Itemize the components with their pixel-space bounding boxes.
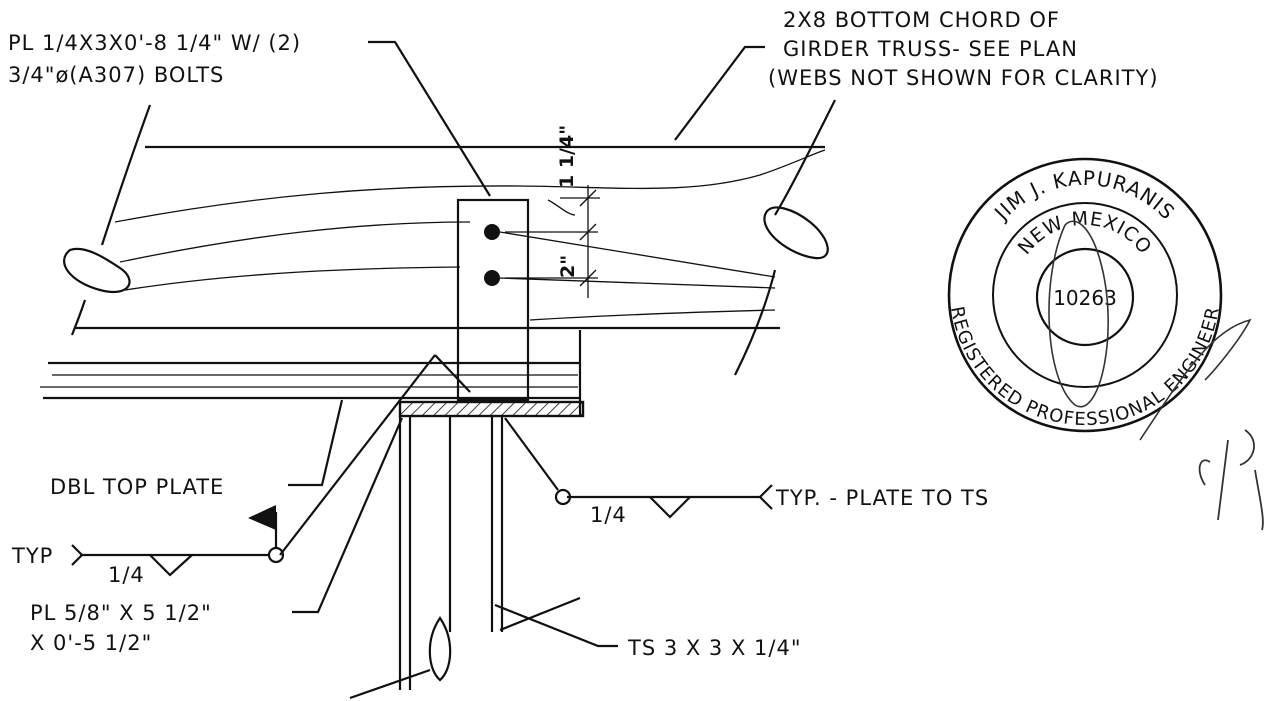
- truss-bottom-chord: [63, 99, 836, 376]
- dim-bolt-spacing: 2": [557, 255, 579, 278]
- seal-title: REGISTERED PROFESSIONAL ENGINEER: [946, 305, 1224, 430]
- label-tube-steel: TS 3 X 3 X 1/4": [627, 636, 801, 660]
- bolt-upper: [484, 224, 500, 240]
- base-plate: [398, 400, 585, 418]
- signature-stroke: [1139, 318, 1252, 441]
- label-chord-line1: 2X8 BOTTOM CHORD OF: [783, 8, 1060, 32]
- label-chord-line3: (WEBS NOT SHOWN FOR CLARITY): [768, 66, 1159, 90]
- label-chord-line2: GIRDER TRUSS- SEE PLAN: [783, 37, 1078, 61]
- signature-mark: [1048, 220, 1109, 408]
- double-top-plate: [40, 330, 582, 415]
- label-weld-left-size: 1/4: [108, 563, 145, 587]
- bolt-side-plate: [456, 198, 776, 402]
- seal-state: NEW MEXICO: [1014, 208, 1156, 259]
- engineer-seal: JIM J. KAPURANIS NEW MEXICO 10263 REGIST…: [946, 157, 1264, 531]
- dim-top-edge: 1 1/4": [556, 125, 578, 188]
- field-weld-flag-icon: [248, 505, 276, 530]
- label-weld-right-note: TYP. - PLATE TO TS: [775, 486, 989, 510]
- bolt-lower: [484, 270, 500, 286]
- label-base-plate-line1: PL 5/8" X 5 1/2": [30, 601, 212, 625]
- dimension-lines: [547, 185, 600, 298]
- label-side-plate-line2: 3/4"ø(A307) BOLTS: [8, 63, 224, 87]
- label-side-plate-line1: PL 1/4X3X0'-8 1/4" W/ (2): [8, 31, 301, 55]
- label-base-plate-line2: X 0'-5 1/2": [30, 631, 152, 655]
- leader-lines: [71, 40, 773, 648]
- tube-steel-post: [349, 416, 581, 700]
- label-weld-right-size: 1/4: [590, 503, 627, 527]
- label-dbl-top-plate: DBL TOP PLATE: [50, 475, 224, 499]
- date-handwriting: [1198, 429, 1264, 531]
- label-weld-left-typ: TYP: [11, 544, 53, 568]
